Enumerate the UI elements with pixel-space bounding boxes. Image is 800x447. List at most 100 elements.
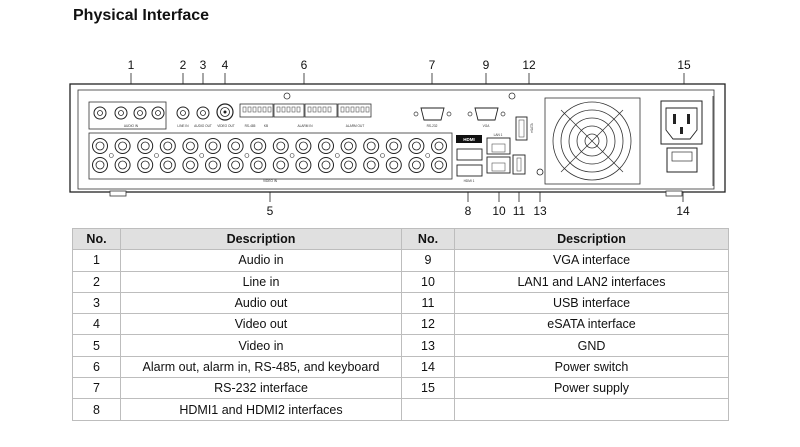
alarm-out-label: ALARM OUT: [346, 124, 365, 128]
audio-in-ports: AUDIO IN: [88, 101, 167, 130]
table-row: 3 Audio out 11 USB interface: [72, 291, 729, 315]
callout-2: 2: [180, 58, 187, 72]
rs232-port: RS-232: [413, 107, 452, 128]
bnc-connector-core: [208, 141, 218, 151]
bnc-separator: [109, 153, 114, 158]
bnc-connector-core: [163, 160, 173, 170]
row-description: HDMI1 and HDMI2 interfaces: [120, 398, 402, 421]
bnc-connector-core: [231, 141, 241, 151]
kb-label: KB: [264, 124, 268, 128]
table-row: 2 Line in 10 LAN1 and LAN2 interfaces: [72, 270, 729, 293]
gnd-terminal: [536, 168, 544, 176]
bnc-connector-core: [298, 141, 308, 151]
lan1-label: LAN 1: [494, 133, 503, 137]
bnc-connector-core: [411, 141, 421, 151]
row-no: 9: [401, 249, 455, 272]
callout-15: 15: [677, 58, 691, 72]
callout-10: 10: [492, 204, 506, 218]
bnc-connector-core: [95, 141, 105, 151]
row-no: 1: [72, 249, 121, 272]
row-no: 12: [401, 313, 455, 336]
row-no: 10: [401, 270, 455, 293]
vga-label: VGA: [483, 124, 491, 128]
callout-4: 4: [222, 58, 229, 72]
interface-legend-table: No. Description No. Description 1 Audio …: [72, 227, 729, 421]
row-no: 8: [72, 398, 121, 421]
callout-13: 13: [533, 204, 547, 218]
bnc-separator: [425, 153, 431, 158]
video-out-label: VIDEO OUT: [217, 124, 235, 128]
lan-ports: LAN 1: [486, 133, 511, 174]
row-description: Line in: [120, 270, 402, 293]
bnc-separator: [289, 153, 295, 158]
callout-14: 14: [676, 204, 690, 218]
callout-1: 1: [128, 58, 135, 72]
bnc-connector-core: [321, 160, 331, 170]
bnc-separator: [380, 153, 385, 158]
row-no: 7: [72, 377, 121, 400]
bnc-connector-core: [344, 141, 354, 151]
row-description: Video out: [120, 313, 402, 336]
rs232-label: RS-232: [427, 124, 438, 128]
row-no: 4: [72, 313, 121, 336]
bnc-connector-core: [389, 141, 399, 151]
row-description: Video in: [120, 334, 402, 357]
row-description: Alarm out, alarm in, RS-485, and keyboar…: [120, 355, 402, 379]
rear-panel-diagram: 1 2 3 4 6 7 9 12 15 5 8 10 11 13 14: [69, 58, 726, 218]
esata-port: eSATA: [515, 116, 534, 141]
bnc-connector-core: [434, 141, 444, 151]
table-header-row: No. Description No. Description: [72, 227, 729, 251]
line-audio-video-out-ports: LINE IN AUDIO OUT VIDEO OUT: [176, 103, 235, 128]
callout-7: 7: [429, 58, 436, 72]
row-no: 11: [401, 291, 455, 315]
page-title: Physical Interface: [73, 7, 210, 24]
audio-in-label: AUDIO IN: [124, 124, 139, 128]
bnc-connector-core: [276, 141, 286, 151]
row-description: USB interface: [454, 291, 729, 315]
power-switch: [666, 147, 698, 173]
row-description: Audio out: [120, 291, 402, 315]
callout-3: 3: [200, 58, 207, 72]
row-description: VGA interface: [454, 249, 729, 272]
row-no: [401, 398, 455, 421]
callout-12: 12: [522, 58, 536, 72]
bnc-connector-core: [366, 160, 376, 170]
row-description: Power supply: [454, 377, 729, 400]
bnc-connector-core: [253, 141, 263, 151]
bnc-connector-core: [298, 160, 308, 170]
bnc-connector-core: [411, 160, 421, 170]
callout-6: 6: [301, 58, 308, 72]
fan-grille: [544, 97, 641, 185]
table-row: 6 Alarm out, alarm in, RS-485, and keybo…: [72, 355, 729, 379]
table-row: 7 RS-232 interface 15 Power supply: [72, 377, 729, 400]
header-description-right: Description: [454, 227, 729, 251]
callout-5: 5: [267, 204, 274, 218]
video-in-label: VIDEO IN: [263, 179, 278, 183]
hdmi-logo-label: HDMI: [463, 137, 475, 142]
hdmi-ports: HDMI HDMI 1: [456, 135, 483, 183]
video-in-ports: VIDEO IN: [88, 132, 453, 183]
table-row: 8 HDMI1 and HDMI2 interfaces: [72, 398, 729, 421]
line-in-label: LINE IN: [177, 124, 189, 128]
bnc-connector-core: [366, 141, 376, 151]
bnc-connector-core: [185, 160, 195, 170]
bnc-connector-core: [321, 141, 331, 151]
bnc-connector-core: [163, 141, 173, 151]
row-description: RS-232 interface: [120, 377, 402, 400]
bnc-connector-core: [185, 141, 195, 151]
usb-port: [512, 154, 526, 175]
row-description: eSATA interface: [454, 313, 729, 336]
row-no: 15: [401, 377, 455, 400]
audio-out-label: AUDIO OUT: [194, 124, 212, 128]
bnc-connector-core: [389, 160, 399, 170]
power-supply-socket: [660, 100, 703, 145]
header-no-right: No.: [401, 227, 455, 251]
bnc-connector-core: [140, 141, 150, 151]
hdmi1-label: HDMI 1: [464, 179, 475, 183]
bnc-connector-core: [344, 160, 354, 170]
bnc-connector-core: [434, 160, 444, 170]
row-description: LAN1 and LAN2 interfaces: [454, 270, 729, 293]
header-description-left: Description: [120, 227, 402, 251]
bnc-separator: [199, 153, 204, 158]
alarm-in-label: ALARM IN: [297, 124, 313, 128]
